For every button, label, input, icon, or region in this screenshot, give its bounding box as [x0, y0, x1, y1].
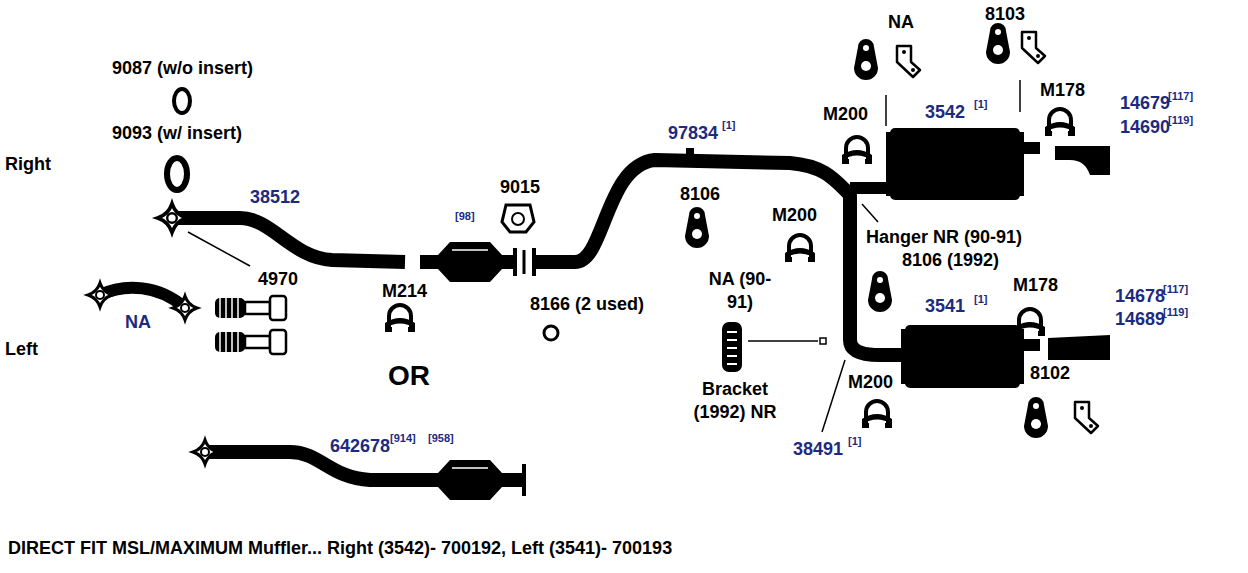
catalytic-converter: [420, 460, 515, 500]
u-bolt-clamp: [785, 235, 815, 262]
part-number: 14679: [1120, 93, 1170, 114]
part-label: M178: [1040, 80, 1085, 101]
part-number: 14689: [1115, 309, 1165, 330]
part-label: 8102: [1030, 363, 1070, 384]
part-label: M178: [1013, 275, 1058, 296]
part-label: M200: [772, 205, 817, 226]
leader-line: [188, 232, 250, 266]
front-pipe-alternative: [205, 452, 420, 480]
flange-plate: [522, 464, 526, 496]
tail-pipe: [1048, 335, 1110, 360]
rubber-hanger: [986, 23, 1010, 64]
gasket: [523, 250, 526, 274]
spring-bolt: [215, 296, 286, 320]
note-reference: [914]: [390, 432, 416, 445]
note-reference: [1]: [974, 293, 987, 306]
u-bolt-clamp: [842, 137, 872, 164]
part-label: 8103: [985, 4, 1025, 25]
caption: DIRECT FIT MSL/MAXIMUM Muffler... Right …: [8, 538, 672, 559]
note-reference: [958]: [428, 432, 454, 445]
leader-line: [822, 360, 845, 432]
hanger-bracket: [897, 46, 920, 77]
u-bolt-clamp: [1015, 309, 1045, 336]
u-bolt-clamp: [385, 305, 415, 332]
gasket-ring: [174, 89, 190, 113]
left-pipe: [100, 288, 185, 308]
part-label: M200: [848, 372, 893, 393]
part-number: 3541: [925, 296, 965, 317]
part-label: 4970: [258, 269, 298, 290]
part-label: Right: [5, 154, 51, 175]
rubber-hanger: [854, 39, 878, 80]
part-number: 14678: [1115, 286, 1165, 307]
note-reference: [1]: [974, 98, 987, 111]
pipe-branch: [850, 182, 892, 194]
pipe-flange: [173, 296, 197, 320]
note-reference: [1]: [722, 119, 735, 132]
part-note: Bracket (1992) NR: [690, 378, 780, 425]
muffler: [886, 128, 1040, 200]
part-label: M214: [382, 281, 427, 302]
part-number: 3542: [925, 102, 965, 123]
pipe-flange: [193, 440, 217, 464]
rubber-hanger: [685, 207, 709, 248]
pipe-flange: [158, 204, 187, 233]
leader-line: [1019, 80, 1021, 112]
note-reference: [119]: [1168, 114, 1193, 127]
part-label: 9015: [500, 177, 540, 198]
gasket-ring: [544, 326, 558, 340]
hanger-bracket: [1022, 32, 1045, 63]
catalytic-converter: [420, 242, 515, 282]
intermediate-pipe: [534, 160, 905, 355]
flange-gasket: [502, 205, 534, 232]
part-number: 642678: [330, 436, 390, 457]
spring-bolt: [215, 330, 286, 354]
leader-line: [885, 95, 887, 126]
pipe-tab: [686, 148, 694, 154]
note-reference: [1]: [848, 435, 861, 448]
front-pipe: [172, 218, 405, 262]
part-label: M200: [823, 104, 868, 125]
part-label: 9093 (w/ insert): [112, 123, 242, 144]
hanger-bracket: [1075, 402, 1098, 433]
gasket-ring: [167, 158, 187, 190]
u-bolt-clamp: [862, 401, 892, 428]
part-label: Left: [5, 339, 38, 360]
pipe-flange: [88, 283, 112, 307]
bracket-tab: [820, 338, 826, 344]
note-reference: [117]: [1163, 283, 1188, 296]
part-number: 14690: [1120, 117, 1170, 138]
leader-line: [862, 204, 878, 222]
part-number: 97834: [668, 123, 718, 144]
part-label: NA: [888, 12, 914, 33]
tail-pipe: [1055, 146, 1110, 175]
u-bolt-clamp: [1045, 109, 1075, 136]
note-reference: [119]: [1163, 306, 1188, 319]
leader-line: [748, 340, 818, 342]
part-label: 8166 (2 used): [530, 294, 644, 315]
part-number: 38512: [250, 187, 300, 208]
alternative-marker: OR: [388, 360, 430, 392]
part-label: 8106: [680, 184, 720, 205]
rubber-hanger: [868, 271, 892, 312]
rubber-bracket: [722, 322, 742, 372]
part-number: NA: [125, 312, 151, 333]
part-label: 8106 (1992): [902, 250, 999, 271]
rubber-hanger: [1024, 397, 1048, 438]
part-label: 9087 (w/o insert): [112, 58, 253, 79]
part-number: 38491: [793, 439, 843, 460]
part-note: NA (90-91): [700, 268, 780, 315]
note-reference: [98]: [455, 210, 475, 223]
part-label: Hanger NR (90-91): [866, 227, 1022, 248]
note-reference: [117]: [1168, 90, 1193, 103]
